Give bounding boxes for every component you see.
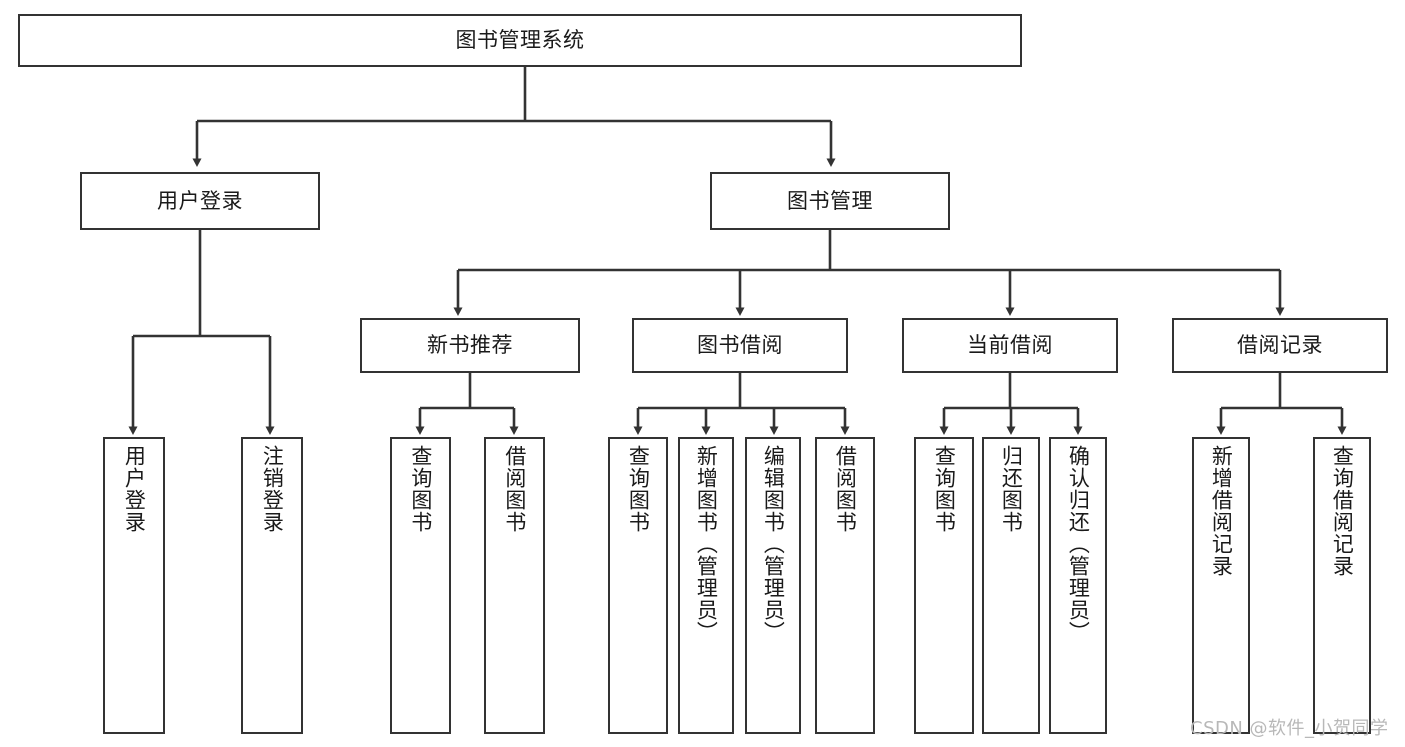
node-current-borrow[interactable]: 当前借阅 bbox=[902, 318, 1118, 373]
node-label: 编辑图书（管理员） bbox=[761, 445, 786, 643]
leaf-borrow-borrow-book[interactable]: 借阅图书 bbox=[815, 437, 875, 734]
node-label: 归还图书 bbox=[999, 445, 1024, 533]
leaf-record-query-record[interactable]: 查询借阅记录 bbox=[1313, 437, 1371, 734]
node-new-book-recommend[interactable]: 新书推荐 bbox=[360, 318, 580, 373]
leaf-recommend-borrow-book[interactable]: 借阅图书 bbox=[484, 437, 545, 734]
node-label: 确认归还（管理员） bbox=[1066, 445, 1091, 643]
leaf-current-return-book[interactable]: 归还图书 bbox=[982, 437, 1040, 734]
node-label: 图书管理系统 bbox=[455, 28, 585, 53]
node-user-login[interactable]: 用户登录 bbox=[80, 172, 320, 230]
node-label: 查询图书 bbox=[408, 445, 433, 533]
leaf-borrow-query-book[interactable]: 查询图书 bbox=[608, 437, 668, 734]
node-borrow-record[interactable]: 借阅记录 bbox=[1172, 318, 1388, 373]
node-label: 借阅图书 bbox=[833, 445, 858, 533]
node-label: 新书推荐 bbox=[427, 333, 513, 358]
node-label: 新增图书（管理员） bbox=[694, 445, 719, 643]
leaf-borrow-edit-book-admin[interactable]: 编辑图书（管理员） bbox=[745, 437, 801, 734]
node-label: 借阅记录 bbox=[1237, 333, 1323, 358]
leaf-recommend-query-book[interactable]: 查询图书 bbox=[390, 437, 451, 734]
node-label: 用户登录 bbox=[122, 445, 147, 533]
node-label: 图书管理 bbox=[787, 188, 873, 213]
node-label: 用户登录 bbox=[157, 188, 243, 213]
node-label: 注销登录 bbox=[260, 445, 285, 533]
node-label: 当前借阅 bbox=[967, 333, 1053, 358]
node-label: 查询借阅记录 bbox=[1330, 445, 1355, 577]
node-book-management[interactable]: 图书管理 bbox=[710, 172, 950, 230]
leaf-current-query-book[interactable]: 查询图书 bbox=[914, 437, 974, 734]
node-label: 借阅图书 bbox=[502, 445, 527, 533]
leaf-user-login-logout[interactable]: 注销登录 bbox=[241, 437, 303, 734]
node-label: 查询图书 bbox=[626, 445, 651, 533]
leaf-borrow-add-book-admin[interactable]: 新增图书（管理员） bbox=[678, 437, 734, 734]
node-label: 新增借阅记录 bbox=[1209, 445, 1234, 577]
node-label: 图书借阅 bbox=[697, 333, 783, 358]
leaf-record-add-record[interactable]: 新增借阅记录 bbox=[1192, 437, 1250, 734]
node-book-borrow[interactable]: 图书借阅 bbox=[632, 318, 848, 373]
leaf-current-confirm-return-admin[interactable]: 确认归还（管理员） bbox=[1049, 437, 1107, 734]
leaf-user-login-login[interactable]: 用户登录 bbox=[103, 437, 165, 734]
node-root-system[interactable]: 图书管理系统 bbox=[18, 14, 1022, 67]
node-label: 查询图书 bbox=[932, 445, 957, 533]
